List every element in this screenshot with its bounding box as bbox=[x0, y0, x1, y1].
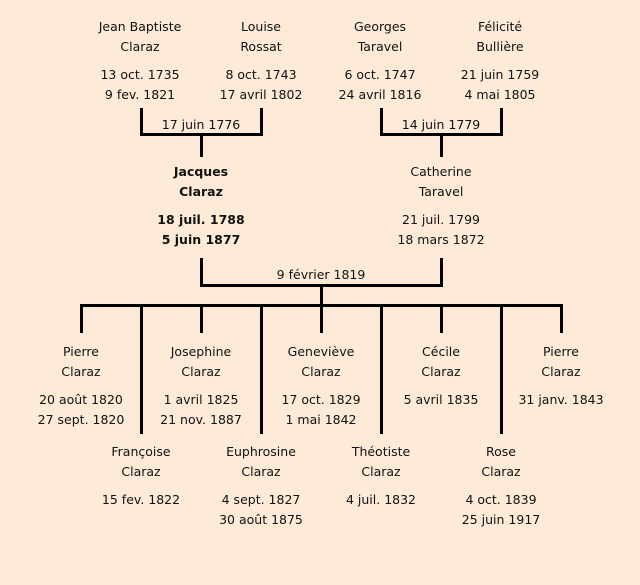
person-francoise-claraz[interactable]: Françoise Claraz 15 fev. 1822 bbox=[76, 442, 206, 510]
first-name: Théotiste bbox=[351, 444, 411, 459]
person-euphrosine-claraz[interactable]: Euphrosine Claraz 4 sept. 1827 30 août 1… bbox=[196, 442, 326, 530]
first-name: Jacques bbox=[173, 164, 229, 179]
last-name: Rossat bbox=[240, 39, 282, 54]
connector-line bbox=[140, 108, 143, 135]
first-name: Pierre bbox=[543, 344, 579, 359]
death-date: 5 juin 1877 bbox=[161, 232, 241, 247]
connector-line bbox=[200, 258, 203, 286]
death-date: 24 avril 1816 bbox=[338, 87, 422, 102]
connector-line bbox=[440, 133, 443, 157]
person-felicite-bulliere[interactable]: Félicité Bullière 21 juin 1759 4 mai 180… bbox=[435, 17, 565, 105]
first-name: Félicité bbox=[477, 19, 523, 34]
first-name: Euphrosine bbox=[226, 444, 296, 459]
birth-date: 4 oct. 1839 bbox=[465, 492, 537, 507]
last-name: Claraz bbox=[481, 464, 521, 479]
birth-date: 5 avril 1835 bbox=[403, 392, 479, 407]
death-date: 27 sept. 1820 bbox=[37, 412, 125, 427]
person-jacques-claraz[interactable]: Jacques Claraz 18 juil. 1788 5 juin 1877 bbox=[136, 162, 266, 250]
death-date: 17 avril 1802 bbox=[219, 87, 303, 102]
last-name: Claraz bbox=[61, 364, 101, 379]
marriage-date-taravel-bulliere: 14 juin 1779 bbox=[401, 117, 481, 132]
connector-line bbox=[380, 108, 383, 135]
person-pierre-claraz-1820[interactable]: Pierre Claraz 20 août 1820 27 sept. 1820 bbox=[16, 342, 146, 430]
person-pierre-claraz-1843[interactable]: Pierre Claraz 31 janv. 1843 bbox=[496, 342, 626, 410]
last-name: Taravel bbox=[357, 39, 403, 54]
first-name: Georges bbox=[353, 19, 407, 34]
birth-date: 20 août 1820 bbox=[39, 392, 123, 407]
first-name: Jean Baptiste bbox=[98, 19, 182, 34]
birth-date: 17 oct. 1829 bbox=[281, 392, 361, 407]
birth-date: 15 fev. 1822 bbox=[101, 492, 181, 507]
death-date: 1 mai 1842 bbox=[285, 412, 357, 427]
death-date: 9 fev. 1821 bbox=[104, 87, 176, 102]
first-name: Josephine bbox=[170, 344, 232, 359]
connector-line bbox=[320, 304, 323, 333]
person-catherine-taravel[interactable]: Catherine Taravel 21 juil. 1799 18 mars … bbox=[376, 162, 506, 250]
person-genevieve-claraz[interactable]: Geneviève Claraz 17 oct. 1829 1 mai 1842 bbox=[256, 342, 386, 430]
first-name: Louise bbox=[241, 19, 281, 34]
marriage-date-claraz-rossat: 17 juin 1776 bbox=[161, 117, 241, 132]
birth-date: 1 avril 1825 bbox=[163, 392, 239, 407]
last-name: Claraz bbox=[121, 464, 161, 479]
connector-line bbox=[140, 304, 143, 434]
birth-date: 6 oct. 1747 bbox=[344, 67, 416, 82]
connector-line bbox=[200, 304, 203, 333]
first-name: Rose bbox=[486, 444, 516, 459]
death-date: 30 août 1875 bbox=[219, 512, 303, 527]
person-josephine-claraz[interactable]: Josephine Claraz 1 avril 1825 21 nov. 18… bbox=[136, 342, 266, 430]
last-name: Bullière bbox=[476, 39, 524, 54]
first-name: Françoise bbox=[111, 444, 171, 459]
death-date: 18 mars 1872 bbox=[397, 232, 485, 247]
connector-line bbox=[440, 304, 443, 333]
last-name: Claraz bbox=[301, 364, 341, 379]
last-name: Claraz bbox=[179, 184, 223, 199]
last-name: Claraz bbox=[361, 464, 401, 479]
person-cecile-claraz[interactable]: Cécile Claraz 5 avril 1835 bbox=[376, 342, 506, 410]
first-name: Catherine bbox=[410, 164, 472, 179]
person-louise-rossat[interactable]: Louise Rossat 8 oct. 1743 17 avril 1802 bbox=[196, 17, 326, 105]
birth-date: 18 juil. 1788 bbox=[157, 212, 245, 227]
connector-line bbox=[500, 108, 503, 135]
last-name: Claraz bbox=[241, 464, 281, 479]
connector-line bbox=[380, 304, 383, 434]
connector-line bbox=[80, 304, 83, 333]
first-name: Pierre bbox=[63, 344, 99, 359]
death-date: 4 mai 1805 bbox=[464, 87, 536, 102]
marriage-date-claraz-taravel: 9 février 1819 bbox=[276, 267, 366, 282]
last-name: Claraz bbox=[181, 364, 221, 379]
birth-date: 8 oct. 1743 bbox=[225, 67, 297, 82]
birth-date: 21 juil. 1799 bbox=[402, 212, 480, 227]
last-name: Claraz bbox=[541, 364, 581, 379]
first-name: Geneviève bbox=[287, 344, 355, 359]
person-rose-claraz[interactable]: Rose Claraz 4 oct. 1839 25 juin 1917 bbox=[436, 442, 566, 530]
birth-date: 21 juin 1759 bbox=[460, 67, 540, 82]
connector-line bbox=[260, 304, 263, 434]
birth-date: 13 oct. 1735 bbox=[100, 67, 180, 82]
connector-line bbox=[260, 108, 263, 135]
connector-line bbox=[560, 304, 563, 333]
connector-line bbox=[200, 133, 203, 157]
last-name: Claraz bbox=[120, 39, 160, 54]
connector-line bbox=[500, 304, 503, 434]
birth-date: 31 janv. 1843 bbox=[518, 392, 604, 407]
last-name: Claraz bbox=[421, 364, 461, 379]
person-jean-baptiste-claraz[interactable]: Jean Baptiste Claraz 13 oct. 1735 9 fev.… bbox=[75, 17, 205, 105]
connector-line bbox=[320, 284, 323, 306]
person-theotiste-claraz[interactable]: Théotiste Claraz 4 juil. 1832 bbox=[316, 442, 446, 510]
first-name: Cécile bbox=[422, 344, 460, 359]
person-georges-taravel[interactable]: Georges Taravel 6 oct. 1747 24 avril 181… bbox=[315, 17, 445, 105]
death-date: 25 juin 1917 bbox=[461, 512, 541, 527]
birth-date: 4 sept. 1827 bbox=[221, 492, 301, 507]
last-name: Taravel bbox=[418, 184, 464, 199]
birth-date: 4 juil. 1832 bbox=[345, 492, 417, 507]
death-date: 21 nov. 1887 bbox=[160, 412, 242, 427]
connector-line bbox=[440, 258, 443, 286]
